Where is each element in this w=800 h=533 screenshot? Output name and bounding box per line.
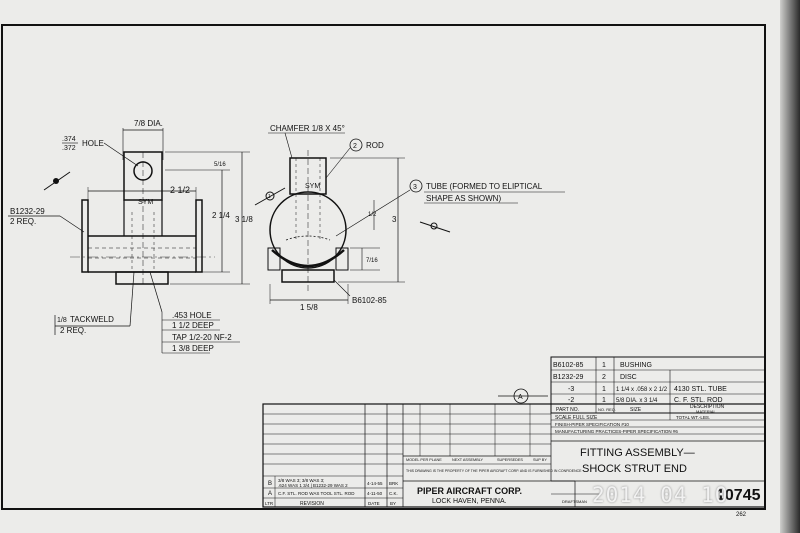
company-location: LOCK HAVEN, PENNA. — [432, 498, 507, 505]
parts-row-2-qty: 1 — [602, 386, 606, 393]
weld-circle-label: 1 — [268, 194, 271, 200]
parts-header-material: MATERIAL — [696, 409, 716, 414]
small-dim: 5/16 — [214, 162, 226, 168]
rev-a-by: C.K. — [389, 491, 398, 496]
rev-b-ltr: B — [268, 481, 272, 487]
company-name: PIPER AIRCRAFT CORP. — [417, 486, 522, 496]
hole-dia-dim: 7/8 DIA. — [134, 119, 163, 128]
model-header: MODEL PER PLANE — [406, 458, 442, 462]
parts-row-1-desc: DISC — [620, 374, 637, 381]
tube-num: 3 — [413, 184, 417, 191]
parts-row-1-part: B1232-29 — [553, 374, 583, 381]
corner-mark: 262 — [736, 512, 747, 518]
parts-header-noreq: NO. REQ. — [598, 407, 616, 412]
view-a-marker: A — [498, 388, 548, 404]
rod-label: ROD — [366, 141, 384, 150]
rev-by-label: BY — [390, 501, 396, 506]
parts-row-2-part: -3 — [568, 386, 574, 393]
height-dim-b: 3 1/8 — [235, 215, 253, 224]
left-sym-label: SYM — [138, 199, 153, 206]
deep-2: 1 3/8 DEEP — [172, 344, 214, 353]
parts-row-3-desc: C. F. STL. ROD — [674, 397, 723, 404]
callout-part: B1232-29 — [10, 207, 45, 216]
parts-row-2-desc: 4130 STL. TUBE — [674, 386, 727, 393]
tackweld-frac: 1/8 — [57, 317, 67, 324]
title-line-1: FITTING ASSEMBLY— — [580, 447, 695, 459]
photo-date-stamp: 2014 04 10 — [592, 483, 729, 507]
parts-list: B6102-85 1 BUSHING B1232-29 2 DISC -3 1 … — [550, 356, 766, 414]
rev-b-date: 4-14-55 — [367, 481, 383, 486]
tackweld-label: TACKWELD — [70, 315, 114, 324]
rev-b-by: BRK — [389, 481, 398, 486]
rev-a-ltr: A — [268, 491, 272, 497]
next-assy-header: NEXT ASSEMBLY — [452, 458, 484, 462]
parts-header-desc: DESCRIPTION — [690, 404, 725, 410]
total-weight: TOTAL WT.-LBS. — [676, 415, 710, 420]
supersedes-header: SUPERSEDES — [497, 458, 523, 462]
title-block: B 3/8 WAS 3; 3/8 WAS 3; .624 WAS 1 3/4 |… — [262, 403, 766, 508]
hole-tol-top: .374 — [62, 136, 76, 143]
tube-label-2: SHAPE AS SHOWN) — [426, 194, 501, 203]
width-dim: 2 1/2 — [170, 185, 190, 195]
sheet-border — [1, 24, 766, 510]
tackweld-qty: 2 REQ. — [60, 326, 86, 335]
rev-a-text: C.F. STL. ROD WAS TOOL STL. ROD — [278, 491, 355, 496]
right-sym-label: SYM — [305, 183, 320, 190]
parts-header-partno: PART NO. — [556, 407, 579, 413]
bottom-part: B6102-85 — [352, 296, 387, 305]
view-a-label: A — [518, 394, 523, 401]
rev-b-text: 3/8 WAS 3; 3/8 WAS 3; — [278, 478, 324, 483]
manufacturing-spec: MANUFACTURING PRACTICES-PIPER SPECIFICAT… — [555, 429, 678, 434]
right-dim-half: 1/2 — [368, 212, 377, 218]
right-view: CHAMFER 1/8 X 45° SYM 2 ROD 3 TUBE (FORM… — [254, 124, 565, 312]
finish-spec: FINISH-PIPER SPECIFICATION #10 — [555, 422, 629, 427]
bottom-dim: 1 5/8 — [300, 303, 318, 312]
parts-header-size: SIZE — [630, 407, 642, 413]
right-dim-small: 7/16 — [366, 258, 378, 264]
parts-row-3-qty: 1 — [602, 397, 606, 404]
draftsman-label: DRAFTSMAN — [562, 499, 587, 504]
parts-row-3-part: -2 — [568, 397, 574, 404]
hole-tol-bottom: .372 — [62, 145, 76, 152]
right-dim: 3 — [392, 215, 397, 224]
height-dim-a: 2 1/4 — [212, 211, 230, 220]
parts-row-1-qty: 2 — [602, 374, 606, 381]
rev-label: REVISION — [300, 501, 324, 507]
rod-num: 2 — [353, 143, 357, 150]
hole-label: HOLE — [82, 139, 104, 148]
scale-label: SCALE FULL SIZE — [555, 415, 598, 421]
chamfer-note: CHAMFER 1/8 X 45° — [270, 124, 345, 133]
sheet-edge-shadow — [780, 0, 800, 533]
parts-row-3-size: 5/8 DIA. x 3 1/4 — [616, 398, 658, 404]
rev-b-text-2: .624 WAS 1 3/4 | B1232-29 WAS 2 — [278, 483, 348, 488]
parts-row-0-qty: 1 — [602, 362, 606, 369]
title-line-2: SHOCK STRUT END — [582, 463, 687, 475]
rev-ltr-label: LTR — [265, 501, 274, 506]
property-notice: THIS DRAWING IS THE PROPERTY OF THE PIPE… — [406, 469, 582, 473]
tube-label: TUBE (FORMED TO ELIPTICAL — [426, 182, 543, 191]
rev-a-date: 4-11-50 — [367, 491, 383, 496]
tap-spec: TAP 1/2-20 NF-2 — [172, 333, 232, 342]
hole-453: .453 HOLE — [172, 311, 212, 320]
drawing-number: 10745 — [716, 487, 761, 504]
left-view: 7/8 DIA. .374 .372 HOLE SYM 2 1/2 — [8, 119, 253, 354]
deep-1: 1 1/2 DEEP — [172, 321, 214, 330]
parts-row-0-desc: BUSHING — [620, 362, 652, 369]
sup-by-header: SUP BY — [533, 458, 547, 462]
rev-date-label: DATE — [368, 501, 380, 506]
parts-row-2-size: 1 1/4 x .058 x 2 1/2 — [616, 387, 668, 393]
parts-row-0-part: B6102-85 — [553, 362, 583, 369]
callout-qty: 2 REQ. — [10, 217, 36, 226]
